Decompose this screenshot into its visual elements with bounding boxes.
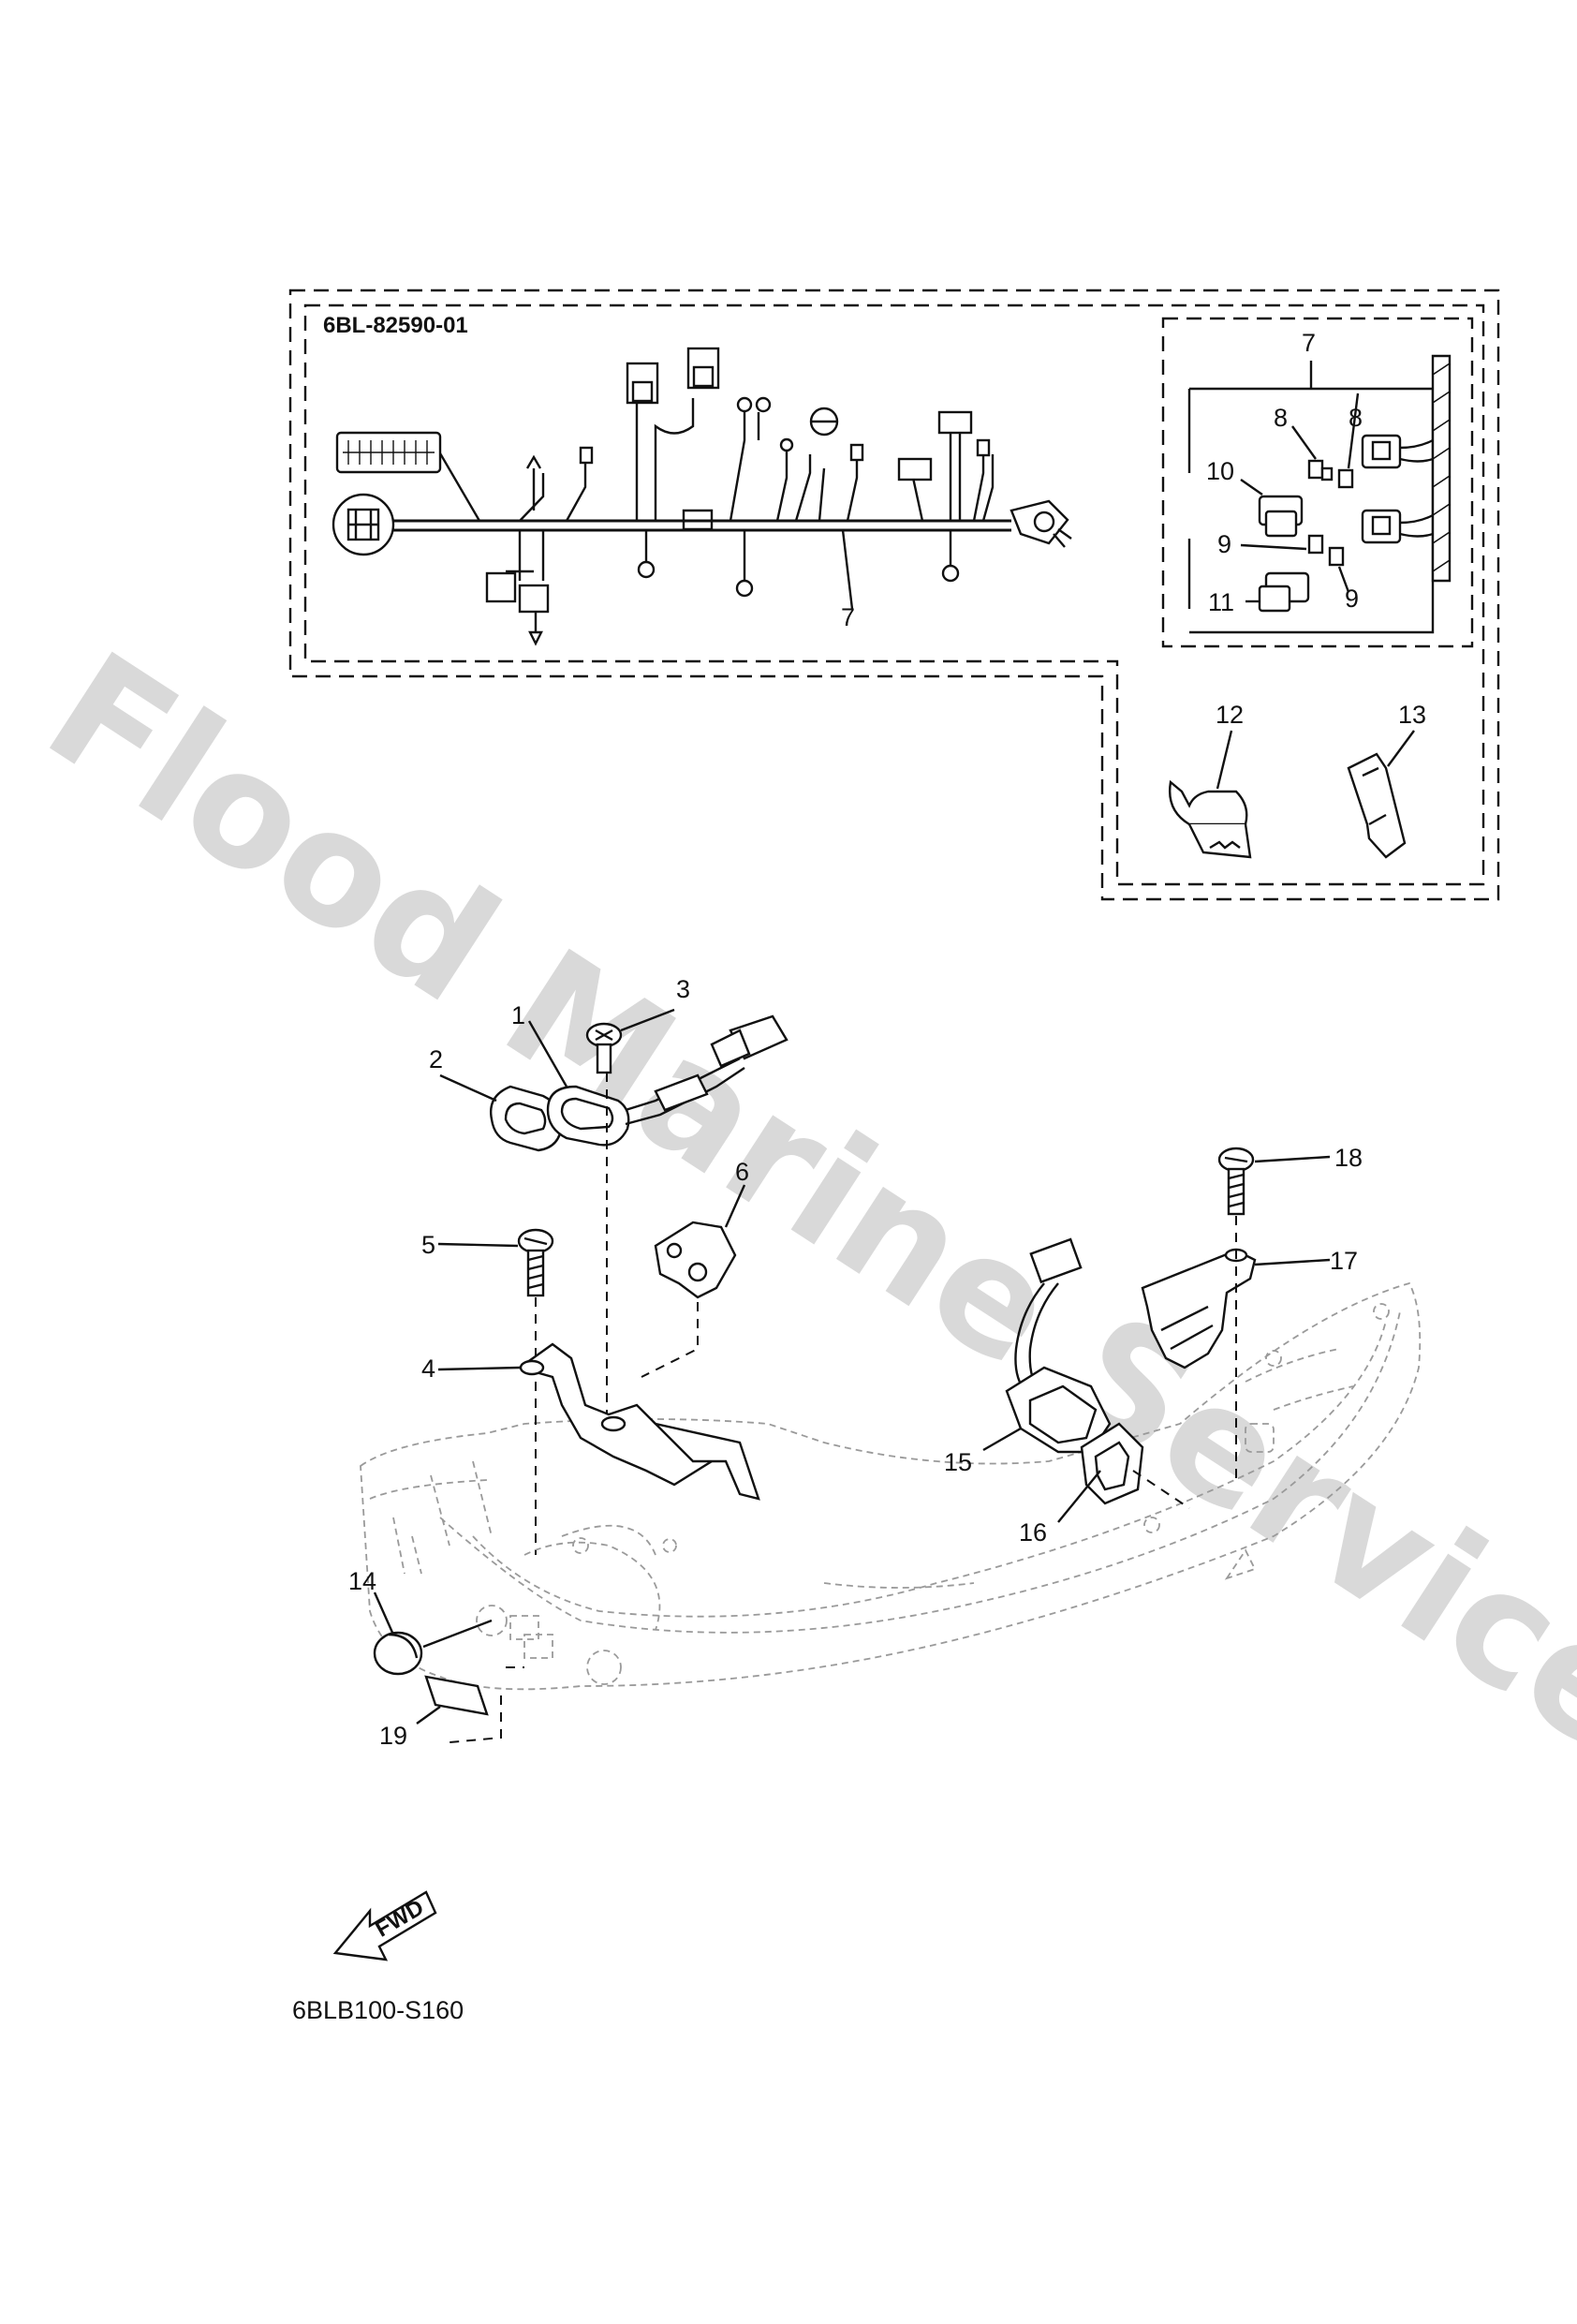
clip-12 [1169,730,1252,859]
kit-part-number: 6BL-82590-01 [323,313,468,338]
callout-3: 3 [676,975,690,1003]
bracket-4 [437,1342,760,1501]
watermark: Flood Marine Services [17,617,1577,1840]
callout-2: 2 [429,1045,443,1073]
callout-7: 7 [841,603,855,631]
callout-9: 9 [1217,530,1231,558]
clamp-6 [641,1184,746,1378]
lower-cowling [360,1281,1422,1691]
callout-18: 18 [1334,1144,1363,1172]
connector-inset [1187,354,1452,634]
clip-13 [1347,730,1415,859]
callout-16: 16 [1019,1518,1047,1547]
callout-7-inset: 7 [1302,329,1316,357]
fwd-arrow-icon: FWD [332,1890,437,1961]
callout-5: 5 [421,1231,435,1259]
callout-15: 15 [944,1448,972,1476]
bolt-3 [585,1008,675,1424]
callout-19: 19 [379,1722,407,1750]
callout-labels: 1 2 3 4 5 6 7 7 8 8 9 9 10 11 12 13 14 1… [348,329,1426,1750]
label-19 [416,1666,524,1743]
callout-12: 12 [1216,701,1244,729]
callout-10: 10 [1206,457,1234,485]
callout-4: 4 [421,1354,435,1383]
harness-kit-frame [288,289,1500,901]
callout-11: 11 [1208,588,1234,616]
callout-8-b: 8 [1349,404,1363,432]
plug-14 [373,1591,493,1676]
screw-5 [437,1228,554,1555]
screw-18 [1217,1147,1331,1480]
callout-6: 6 [735,1158,749,1186]
wire-harness [332,347,1072,646]
seal-16 [1057,1422,1190,1523]
callout-14: 14 [348,1567,376,1595]
callout-1: 1 [511,1001,525,1029]
callout-8: 8 [1274,404,1288,432]
grommet-1 [527,1014,788,1147]
callout-9-b: 9 [1345,585,1359,613]
figure-code: 6BLB100-S160 [292,1996,464,2024]
callout-13: 13 [1398,701,1426,729]
bracket-17 [1141,1248,1331,1369]
callout-17: 17 [1330,1247,1358,1275]
